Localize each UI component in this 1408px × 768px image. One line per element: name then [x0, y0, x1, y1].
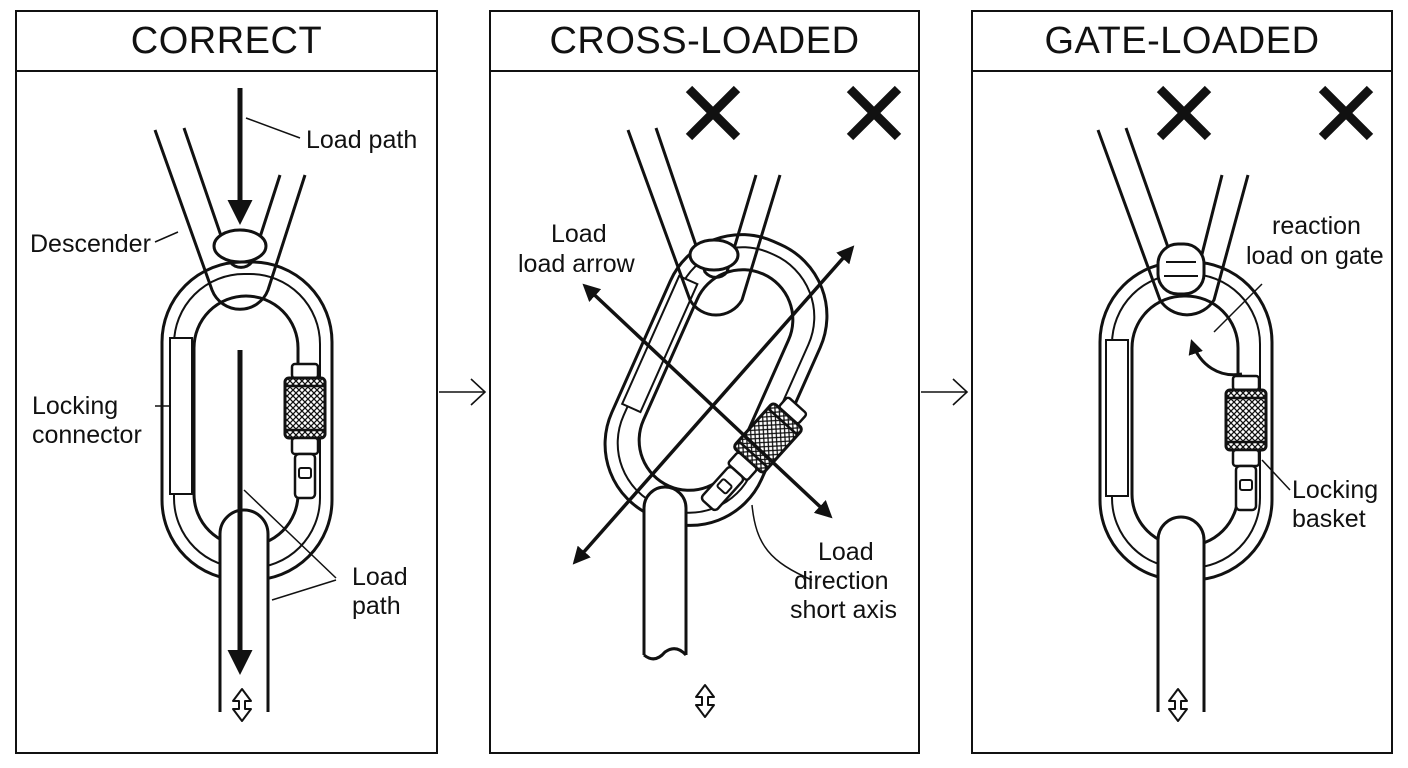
panel-gate-loaded: GATE-LOADED — [971, 10, 1393, 754]
arrow-right-icon — [921, 378, 969, 406]
arrow-right-icon — [439, 378, 487, 406]
panel-title-cross-loaded: CROSS-LOADED — [491, 12, 918, 72]
panel-cross-loaded: CROSS-LOADED — [489, 10, 920, 754]
panel-title-correct: CORRECT — [17, 12, 436, 72]
panel-title-gate-loaded: GATE-LOADED — [973, 12, 1391, 72]
panel-correct: CORRECT — [15, 10, 438, 754]
